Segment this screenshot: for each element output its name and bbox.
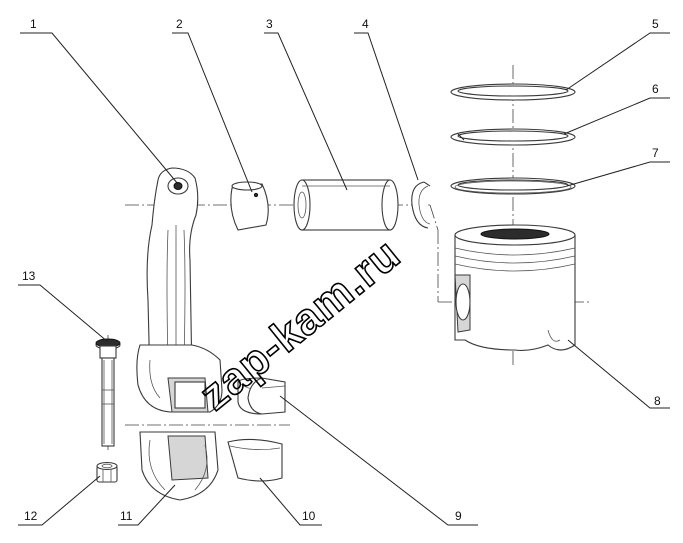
piston-ring-second xyxy=(450,128,576,146)
callout-labels: 1 2 3 4 5 6 7 8 9 10 11 12 13 xyxy=(22,17,661,523)
callout-12: 12 xyxy=(24,509,38,523)
lower-bearing-shell xyxy=(227,438,283,482)
callout-3: 3 xyxy=(266,17,273,31)
piston xyxy=(454,224,576,351)
callout-7: 7 xyxy=(652,146,659,160)
callout-6: 6 xyxy=(652,82,659,96)
connecting-rod-cap xyxy=(139,431,219,501)
svg-text:zap-kam.ru: zap-kam.ru xyxy=(190,229,409,420)
callout-11: 11 xyxy=(120,509,133,523)
upper-bearing-shell xyxy=(237,377,286,415)
retaining-ring xyxy=(411,181,431,229)
callout-4: 4 xyxy=(362,17,369,31)
small-end-bushing xyxy=(230,181,269,231)
callout-5: 5 xyxy=(652,17,659,31)
callout-13: 13 xyxy=(22,269,36,283)
piston-ring-top xyxy=(450,83,576,101)
callout-9: 9 xyxy=(455,509,462,523)
connecting-rod xyxy=(136,167,223,413)
leader-lines xyxy=(18,32,670,526)
callout-10: 10 xyxy=(302,509,316,523)
callout-8: 8 xyxy=(654,394,661,408)
callout-1: 1 xyxy=(30,17,37,31)
connecting-rod-bolt xyxy=(95,338,121,447)
oil-control-ring xyxy=(450,177,576,195)
callout-2: 2 xyxy=(176,17,183,31)
watermark: zap-kam.ru xyxy=(190,228,411,420)
nut xyxy=(96,461,118,483)
